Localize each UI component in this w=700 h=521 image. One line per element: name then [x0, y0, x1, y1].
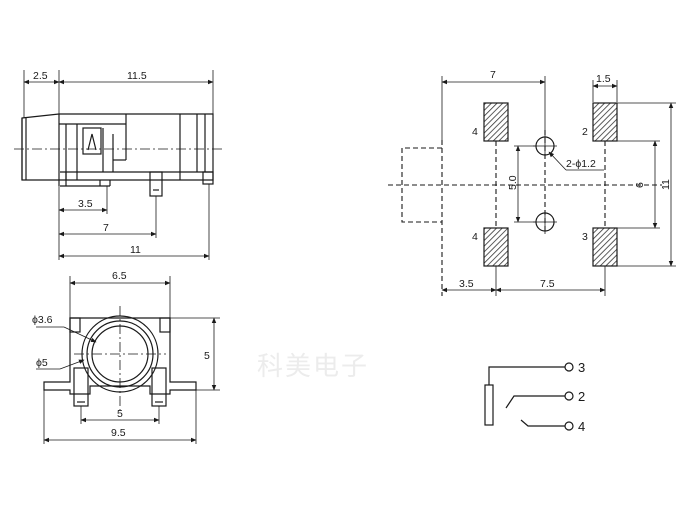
- pad-2: [592, 102, 618, 142]
- schematic-pin-4: 4: [578, 419, 585, 434]
- front-dim-phi-5: ϕ5: [36, 357, 48, 369]
- front-dim-phi-3-6: ϕ3.6: [32, 314, 53, 326]
- pad-4-top: [483, 102, 509, 142]
- pad-4-bottom: [483, 227, 509, 267]
- watermark: 科美电子: [257, 352, 369, 382]
- pad-label-2: 2: [582, 126, 588, 138]
- schematic-pin-3: 3: [578, 360, 585, 375]
- side-view: 2.5 11.5 3: [14, 70, 222, 260]
- fp-dim-7-5: 7.5: [540, 278, 555, 290]
- front-dim-9-5: 9.5: [111, 427, 126, 439]
- fp-dim-6: 6: [634, 182, 646, 188]
- pcb-footprint: 7 1.5 4 2 4 3 2-ϕ1.2: [388, 69, 676, 296]
- fp-dim-1-5: 1.5: [596, 73, 611, 85]
- schematic: 3 2 4: [484, 360, 585, 434]
- pad-3: [592, 227, 618, 267]
- front-dim-5-height: 5: [204, 350, 210, 362]
- pin-3-terminal: [564, 362, 574, 372]
- side-dim-11-5: 11.5: [127, 70, 147, 82]
- fp-dim-5-0: 5.0: [507, 175, 519, 190]
- pad-label-4-bottom: 4: [472, 231, 478, 243]
- pad-label-4-top: 4: [472, 126, 478, 138]
- pad-label-3: 3: [582, 231, 588, 243]
- pin-2-terminal: [564, 391, 574, 401]
- front-view: 6.5 ϕ3.6 ϕ5 5 5 9.5: [32, 270, 220, 444]
- front-dim-6-5: 6.5: [112, 270, 127, 282]
- side-dim-3-5: 3.5: [78, 198, 93, 210]
- schematic-pin-2: 2: [578, 389, 585, 404]
- fp-dim-hole: 2-ϕ1.2: [566, 158, 596, 170]
- side-dim-11: 11: [130, 244, 141, 256]
- fp-dim-11: 11: [660, 179, 672, 190]
- side-dim-2-5: 2.5: [33, 70, 48, 82]
- pin-4-terminal: [564, 421, 574, 431]
- fp-dim-3-5: 3.5: [459, 278, 474, 290]
- front-dim-5-spacing: 5: [117, 408, 123, 420]
- fp-dim-7-top: 7: [490, 69, 496, 81]
- side-dim-7: 7: [103, 222, 109, 234]
- sleeve-contact: [484, 384, 494, 426]
